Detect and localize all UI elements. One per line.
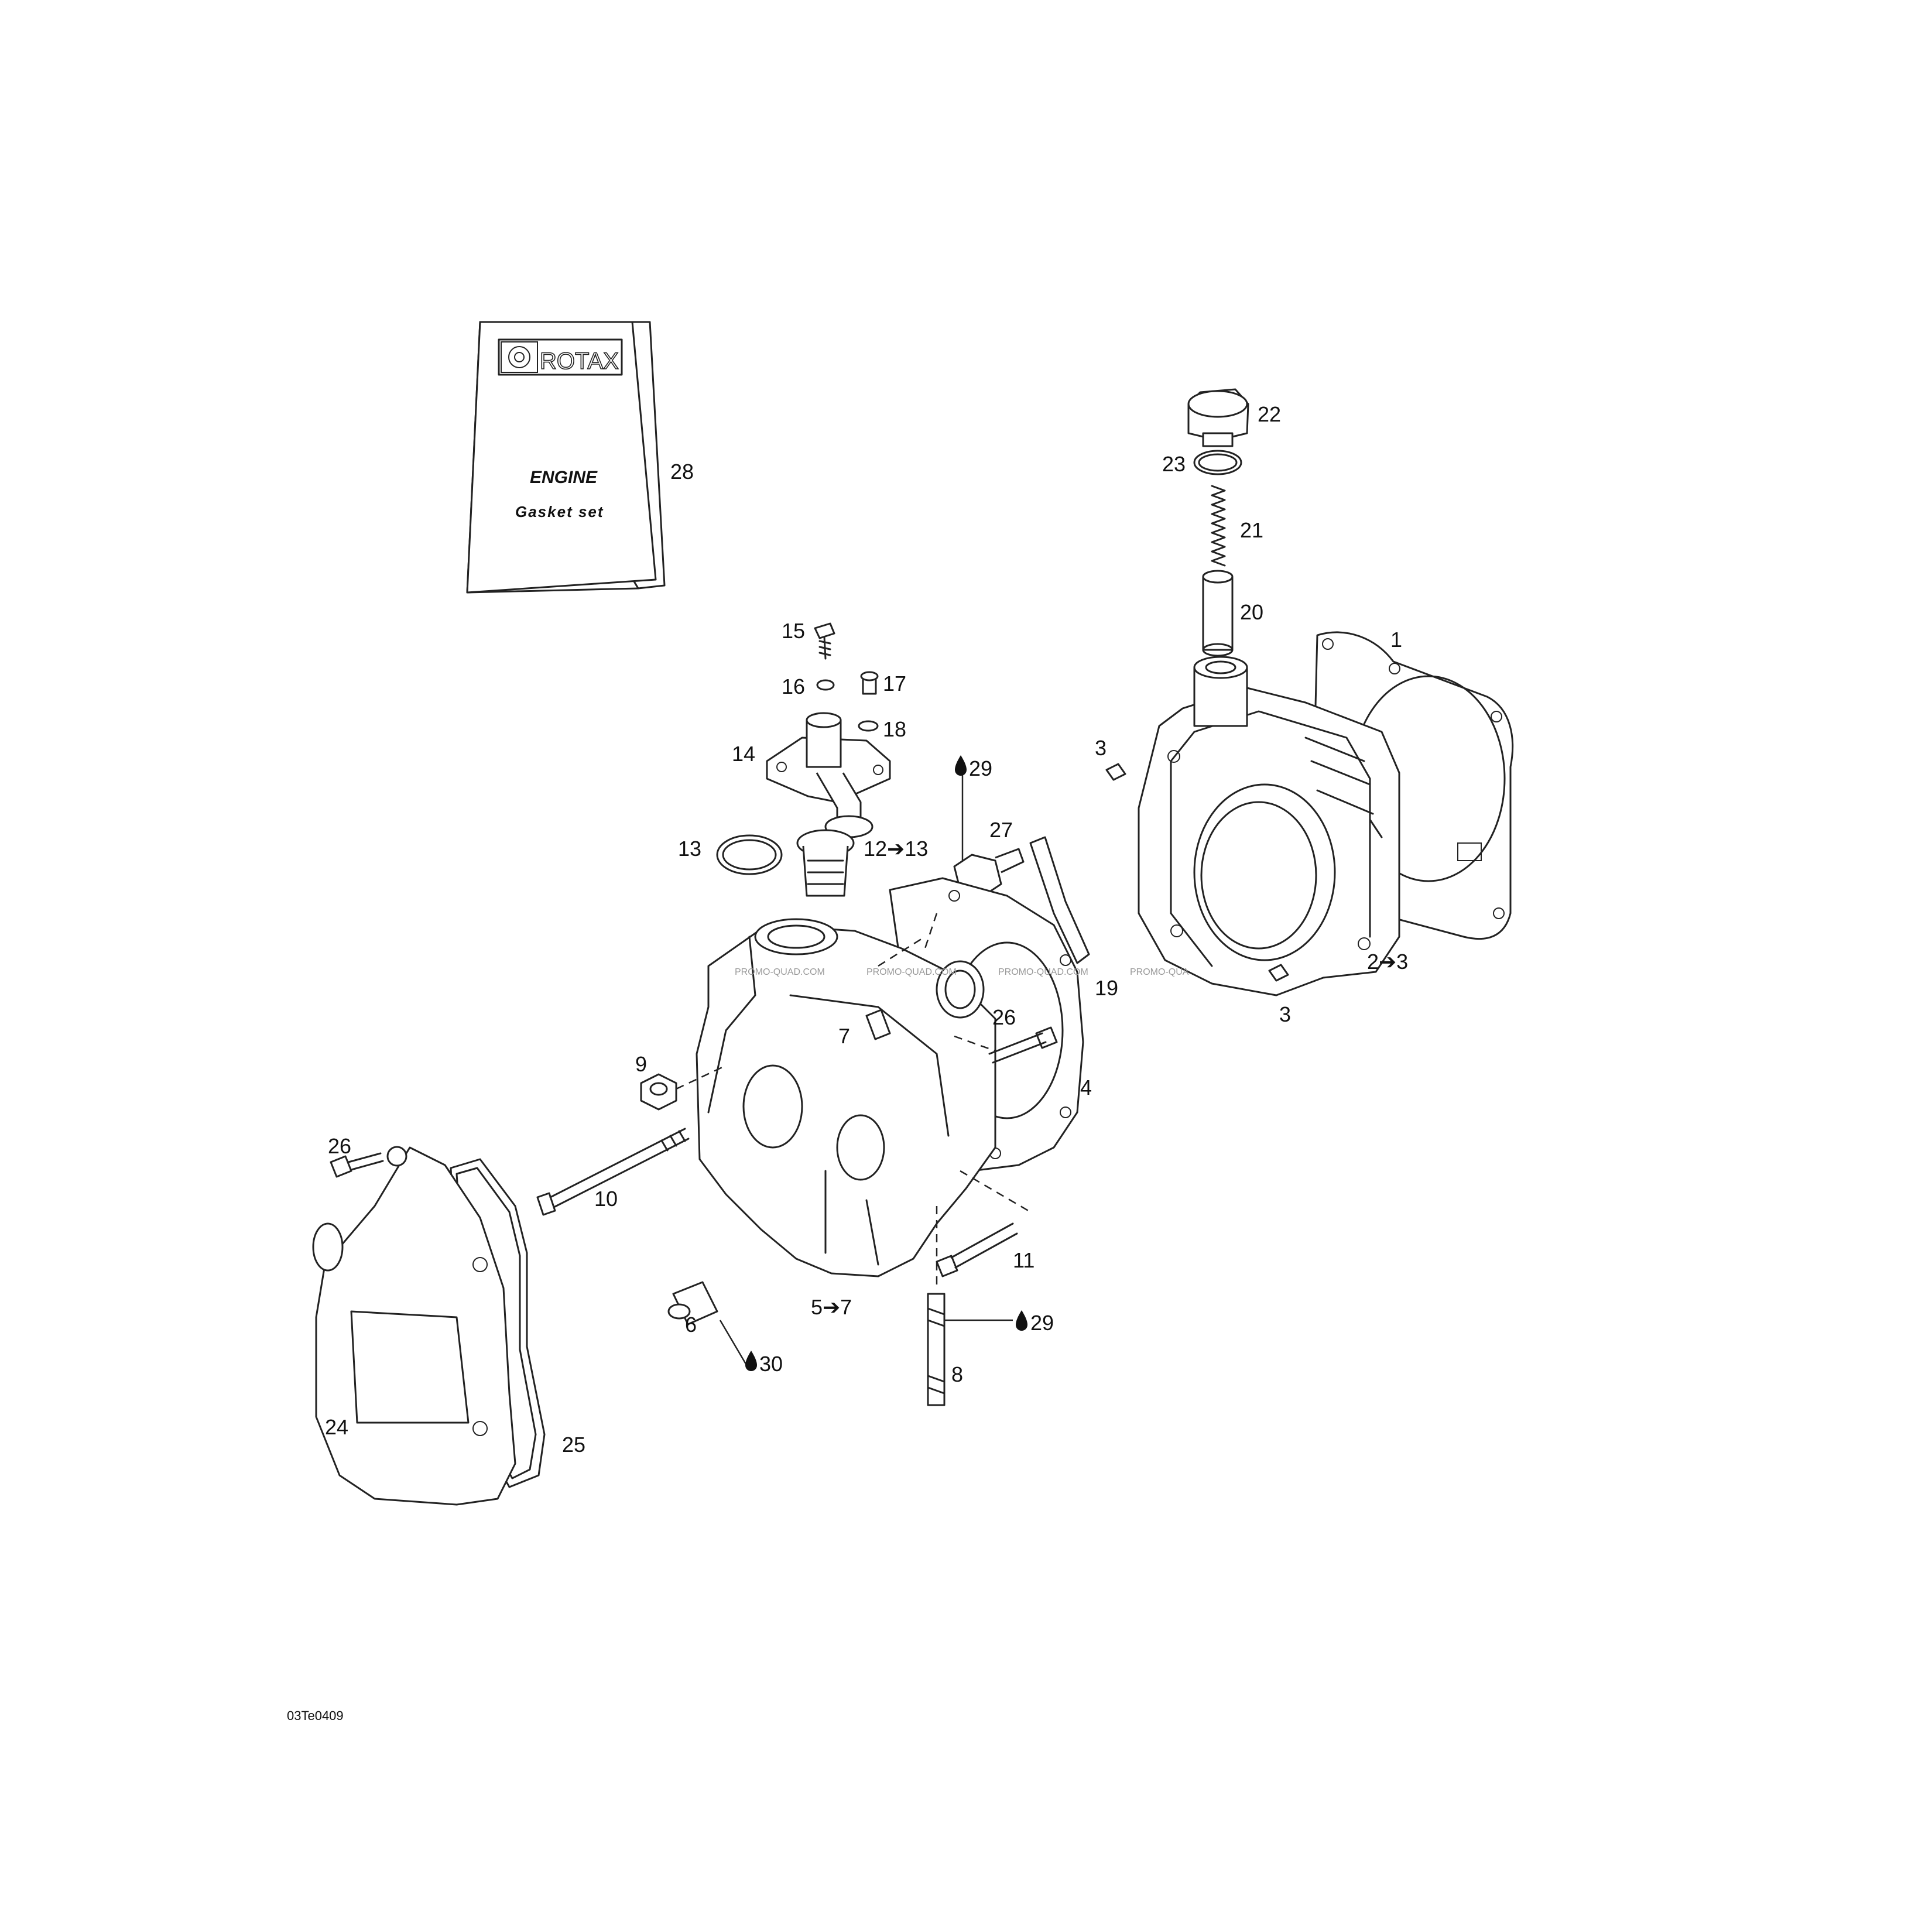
callout-28: 28 — [670, 460, 694, 484]
booklet-subtitle: Gasket set — [515, 503, 604, 520]
watermark-1: PROMO-QUAD.COM — [735, 967, 825, 977]
callout-26-head: 26 — [992, 1005, 1016, 1029]
alignment-lines — [676, 913, 1031, 1288]
callout-10: 10 — [594, 1187, 618, 1211]
leader-lines — [719, 773, 1013, 1371]
watermark-group: PROMO-QUAD.COM PROMO-QUAD.COM PROMO-QUAD… — [735, 967, 1189, 977]
diagram-code: 03Te0409 — [287, 1708, 344, 1723]
callout-23: 23 — [1162, 452, 1186, 476]
gasket-set-booklet: ROTAX ENGINE Gasket set — [466, 321, 666, 594]
callout-15: 15 — [782, 619, 805, 643]
watermark-3: PROMO-QUAD.COM — [998, 967, 1088, 977]
oil-drop-icons — [745, 755, 1027, 1371]
callout-9: 9 — [635, 1052, 647, 1076]
callout-21: 21 — [1240, 518, 1263, 542]
valve-cover-group — [312, 1128, 690, 1506]
oil-drop-icon — [1016, 1310, 1027, 1331]
booklet-title: ENGINE — [530, 468, 598, 487]
callout-22: 22 — [1258, 402, 1281, 426]
cylinder-assembly — [1105, 388, 1514, 996]
callout-14: 14 — [732, 742, 755, 766]
rotax-logo-text: ROTAX — [540, 348, 619, 374]
oil-drop-icon — [745, 1351, 757, 1371]
callout-4: 4 — [1080, 1075, 1092, 1099]
callout-16: 16 — [782, 674, 805, 698]
callout-25: 25 — [562, 1433, 585, 1457]
callout-20: 20 — [1240, 600, 1263, 624]
callout-7: 7 — [838, 1024, 850, 1048]
callout-3-lower: 3 — [1279, 1002, 1291, 1026]
callout-29-upper: 29 — [969, 756, 992, 780]
callout-labels: 1 2➔3 3 3 4 5➔7 6 7 8 9 10 11 12➔13 13 1… — [325, 402, 1408, 1457]
callout-12: 12➔13 — [864, 837, 928, 861]
cylinder-head-group — [696, 877, 1084, 1277]
callout-17: 17 — [883, 672, 906, 696]
oil-drop-icon — [955, 755, 967, 776]
callout-11: 11 — [1013, 1248, 1034, 1272]
watermark-4: PROMO-QUA — [1130, 967, 1189, 977]
callout-24: 24 — [325, 1415, 348, 1439]
callout-2: 2➔3 — [1367, 950, 1408, 974]
thermostat-housing-group — [716, 622, 891, 897]
callout-1: 1 — [1390, 628, 1402, 652]
callout-27: 27 — [989, 818, 1013, 842]
callout-18: 18 — [883, 717, 906, 741]
callout-5: 5➔7 — [811, 1295, 852, 1319]
callout-30: 30 — [759, 1352, 783, 1376]
watermark-2: PROMO-QUAD.COM — [866, 967, 957, 977]
callout-8: 8 — [951, 1362, 963, 1386]
callout-19: 19 — [1095, 976, 1118, 1000]
callout-26-cover: 26 — [328, 1134, 351, 1158]
callout-13: 13 — [678, 837, 701, 861]
callout-3-upper: 3 — [1095, 736, 1107, 760]
fasteners-group — [640, 1026, 1058, 1406]
callout-6: 6 — [685, 1313, 697, 1337]
callout-29-lower: 29 — [1030, 1311, 1054, 1335]
